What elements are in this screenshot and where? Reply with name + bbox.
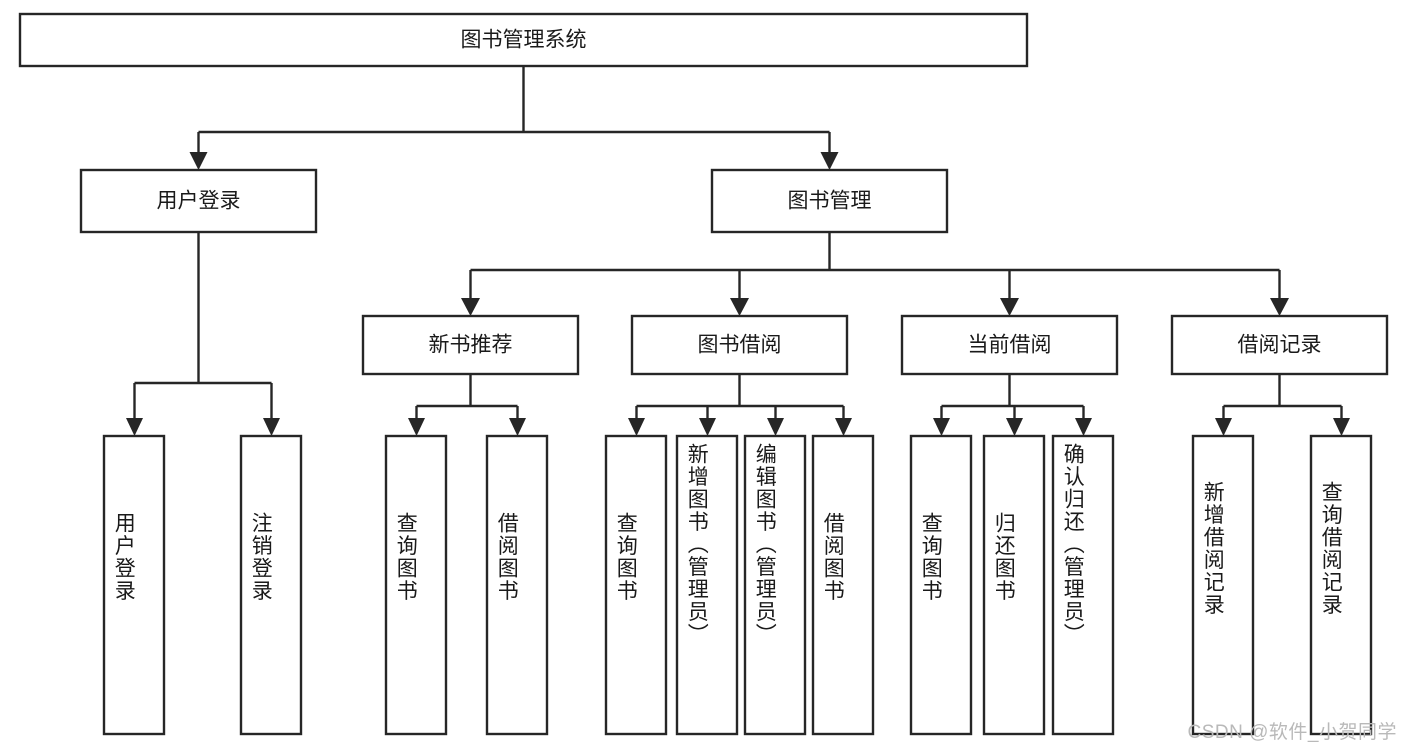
arrowhead-user-login: [189, 152, 208, 170]
node-current-borrow-box[interactable]: [900, 314, 1119, 376]
arrowhead-leaf-borrow-book-1: [509, 418, 526, 436]
arrowhead-book-manage: [820, 152, 839, 170]
csdn-watermark: CSDN @软件_小贺同学: [1187, 722, 1397, 743]
node-leaf-add-record-box[interactable]: [1191, 434, 1255, 736]
node-leaf-borrow-book-2-box[interactable]: [811, 434, 875, 736]
node-borrow-record[interactable]: 借阅记录: [1170, 314, 1389, 376]
node-current-borrow[interactable]: 当前借阅: [900, 314, 1119, 376]
connector-group-book-manage: [461, 232, 1289, 316]
node-user-login-box[interactable]: [79, 168, 318, 234]
node-current-borrow-label: 当前借阅: [968, 334, 1052, 357]
node-borrow-record-box[interactable]: [1170, 314, 1389, 376]
node-book-borrow-box[interactable]: [630, 314, 849, 376]
node-borrow-record-label: 借阅记录: [1238, 334, 1322, 357]
node-user-login[interactable]: 用户登录: [79, 168, 318, 234]
node-root[interactable]: 图书管理系统: [18, 12, 1029, 68]
node-leaf-add-book-box[interactable]: [675, 434, 739, 736]
arrowhead-leaf-query-book-1: [408, 418, 425, 436]
connector-group-root: [189, 66, 839, 170]
node-user-login-label: 用户登录: [157, 190, 241, 213]
node-leaf-query-book-3-box[interactable]: [909, 434, 973, 736]
node-leaf-query-book-2-box[interactable]: [604, 434, 668, 736]
arrowhead-borrow-record: [1270, 298, 1289, 316]
node-root-label: 图书管理系统: [461, 29, 587, 52]
node-leaf-confirm-return-box[interactable]: [1051, 434, 1115, 736]
node-new-book-recommend-box[interactable]: [361, 314, 580, 376]
connector-group-borrow-record: [1215, 374, 1350, 436]
node-book-manage-box[interactable]: [710, 168, 949, 234]
node-leaf-query-book-1-box[interactable]: [384, 434, 448, 736]
arrowhead-leaf-edit-book: [767, 418, 784, 436]
arrowhead-leaf-confirm-return: [1075, 418, 1092, 436]
node-leaf-return-book-box[interactable]: [982, 434, 1046, 736]
node-new-book-recommend-label: 新书推荐: [429, 334, 513, 357]
arrowhead-leaf-query-record: [1333, 418, 1350, 436]
arrowhead-leaf-add-book: [699, 418, 716, 436]
arrowhead-leaf-query-book-2: [628, 418, 645, 436]
connector-group-user-login: [126, 232, 280, 436]
node-leaf-borrow-book-1-box[interactable]: [485, 434, 549, 736]
node-book-borrow-label: 图书借阅: [698, 334, 782, 357]
arrowhead-book-borrow: [730, 298, 749, 316]
arrowhead-leaf-user-login: [126, 418, 143, 436]
node-new-book-recommend[interactable]: 新书推荐: [361, 314, 580, 376]
node-leaf-query-record-box[interactable]: [1309, 434, 1373, 736]
node-leaf-logout-box[interactable]: [239, 434, 303, 736]
connector-group-current-borrow: [933, 374, 1092, 436]
arrowhead-leaf-query-book-3: [933, 418, 950, 436]
arrowhead-new-book-recommend: [461, 298, 480, 316]
arrowhead-current-borrow: [1000, 298, 1019, 316]
leaf-box-group: [102, 434, 1373, 736]
arrowhead-leaf-borrow-book-2: [835, 418, 852, 436]
arrowhead-leaf-logout: [263, 418, 280, 436]
arrowhead-leaf-add-record: [1215, 418, 1232, 436]
node-root-box[interactable]: [18, 12, 1029, 68]
node-book-borrow[interactable]: 图书借阅: [630, 314, 849, 376]
node-book-manage-label: 图书管理: [788, 190, 872, 213]
connector-group-book-borrow: [628, 374, 852, 436]
connector-group-new-book-recommend: [408, 374, 526, 436]
arrowhead-leaf-return-book: [1006, 418, 1023, 436]
node-book-manage[interactable]: 图书管理: [710, 168, 949, 234]
node-leaf-edit-book-box[interactable]: [743, 434, 807, 736]
node-leaf-user-login-box[interactable]: [102, 434, 166, 736]
